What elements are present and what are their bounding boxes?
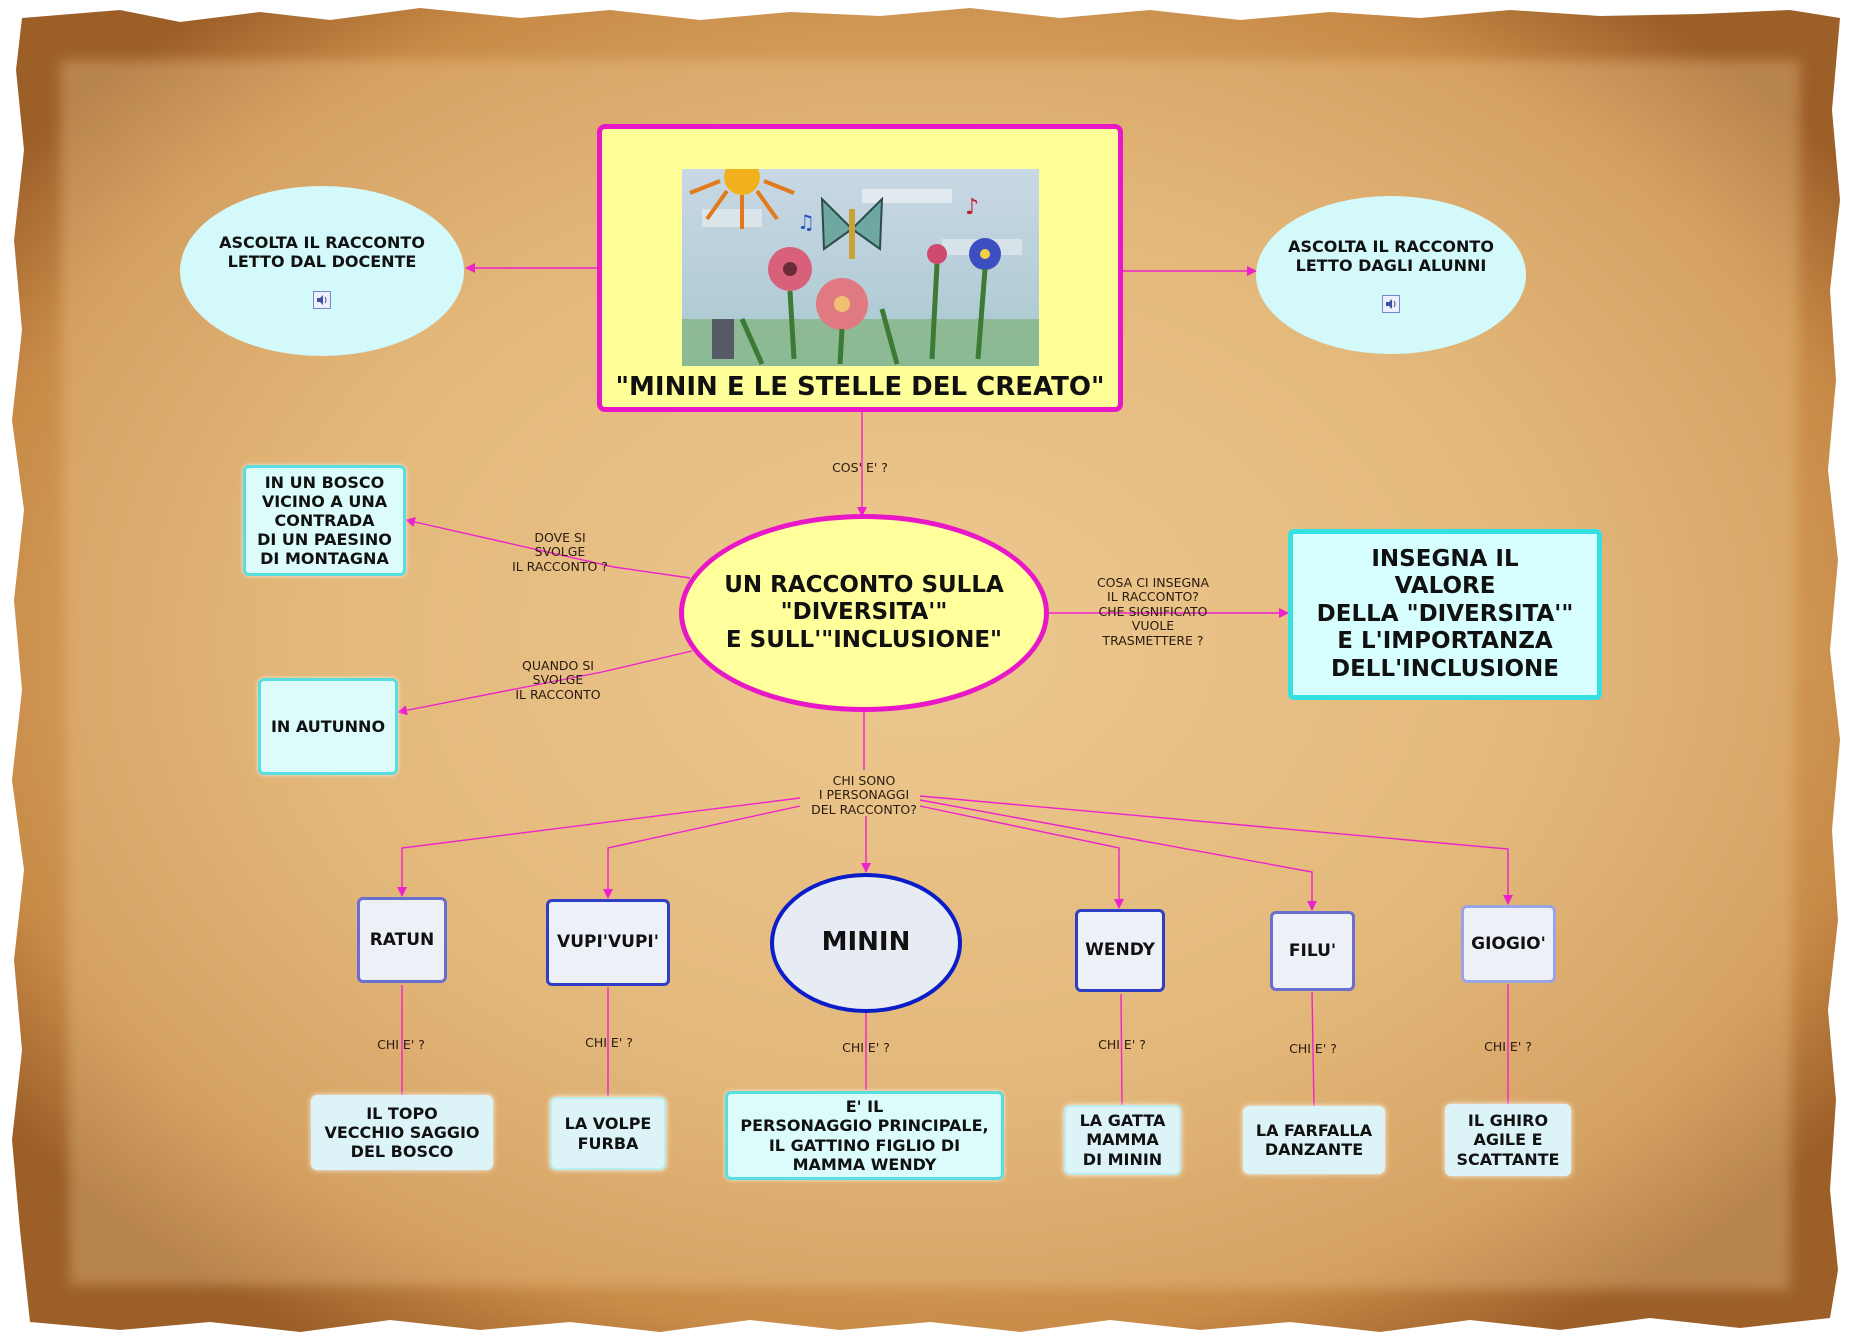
title-box: ♫ ♪ "MININ E LE STELLE DEL CREATO"	[597, 124, 1123, 412]
where-box: IN UN BOSCO VICINO A UNA CONTRADA DI UN …	[243, 465, 406, 576]
link-wendy-desc	[1120, 993, 1123, 1106]
character-filu: FILU'	[1270, 911, 1355, 991]
link-to-wendy	[919, 805, 1124, 909]
link-label-chi-e: CHI E' ?	[842, 1040, 890, 1055]
sun-icon	[688, 169, 795, 229]
audio-pupils-label: ASCOLTA IL RACCONTO LETTO DAGLI ALUNNI	[1288, 236, 1494, 275]
where-label: IN UN BOSCO VICINO A UNA CONTRADA DI UN …	[257, 472, 392, 569]
link-center-to-when	[397, 650, 693, 716]
character-name: VUPI'VUPI'	[557, 932, 659, 953]
link-label-chi-e: CHI E' ?	[585, 1035, 633, 1050]
flower-icon	[767, 238, 1001, 330]
character-ratun: RATUN	[357, 897, 447, 983]
character-desc-label: LA VOLPE FURBA	[564, 1114, 652, 1153]
character-desc-wendy: LA GATTA MAMMA DI MININ	[1064, 1105, 1181, 1175]
link-filu-desc	[1311, 991, 1315, 1108]
meaning-box: INSEGNA IL VALORE DELLA "DIVERSITA'" E L…	[1288, 529, 1602, 700]
meaning-label: INSEGNA IL VALORE DELLA "DIVERSITA'" E L…	[1316, 545, 1574, 682]
character-name: WENDY	[1085, 940, 1155, 961]
audio-pupils-bubble[interactable]: ASCOLTA IL RACCONTO LETTO DAGLI ALUNNI	[1256, 196, 1526, 354]
link-label-chi-e: CHI E' ?	[1098, 1037, 1146, 1052]
link-to-giogio	[919, 795, 1513, 905]
link-label-dove: DOVE SI SVOLGE IL RACCONTO ?	[512, 530, 608, 574]
link-label-chi-sono: CHI SONO I PERSONAGGI DEL RACCONTO?	[811, 773, 917, 817]
svg-text:♫: ♫	[797, 210, 815, 234]
link-center-to-where	[405, 517, 691, 579]
character-desc-label: IL TOPO VECCHIO SAGGIO DEL BOSCO	[324, 1103, 480, 1162]
character-desc-filu: LA FARFALLA DANZANTE	[1243, 1106, 1385, 1174]
speaker-icon[interactable]	[313, 291, 331, 310]
character-name: GIOGIO'	[1471, 933, 1546, 954]
character-name: RATUN	[369, 929, 435, 950]
character-desc-giogio: IL GHIRO AGILE E SCATTANTE	[1445, 1104, 1571, 1176]
character-giogio: GIOGIO'	[1461, 905, 1556, 983]
link-label-chi-e: CHI E' ?	[1289, 1041, 1337, 1056]
svg-text:♪: ♪	[965, 195, 979, 220]
character-name: MININ	[821, 927, 911, 958]
central-concept: UN RACCONTO SULLA "DIVERSITA'" E SULL'"I…	[679, 514, 1049, 712]
when-box: IN AUTUNNO	[258, 678, 398, 775]
character-vupi-vupi: VUPI'VUPI'	[546, 899, 670, 986]
butterfly-icon	[820, 196, 883, 259]
audio-teacher-bubble[interactable]: ASCOLTA IL RACCONTO LETTO DAL DOCENTE	[180, 186, 464, 356]
character-minin: MININ	[770, 873, 962, 1013]
speaker-icon[interactable]	[1382, 295, 1400, 314]
character-desc-minin: E' IL PERSONAGGIO PRINCIPALE, IL GATTINO…	[725, 1091, 1004, 1180]
character-wendy: WENDY	[1075, 909, 1165, 992]
character-desc-label: IL GHIRO AGILE E SCATTANTE	[1456, 1111, 1560, 1169]
link-to-vupi	[603, 805, 801, 899]
story-title: "MININ E LE STELLE DEL CREATO"	[615, 372, 1105, 402]
link-to-filu	[919, 799, 1317, 911]
character-desc-ratun: IL TOPO VECCHIO SAGGIO DEL BOSCO	[311, 1095, 493, 1170]
link-label-quando: QUANDO SI SVOLGE IL RACCONTO	[515, 658, 601, 702]
link-label-chi-e: CHI E' ?	[377, 1037, 425, 1052]
character-desc-label: E' IL PERSONAGGIO PRINCIPALE, IL GATTINO…	[740, 1097, 989, 1174]
link-label-cos-e: COS' E' ?	[832, 460, 888, 475]
audio-teacher-label: ASCOLTA IL RACCONTO LETTO DAL DOCENTE	[219, 232, 425, 271]
character-desc-label: LA FARFALLA DANZANTE	[1255, 1120, 1373, 1159]
character-name: FILU'	[1288, 940, 1337, 961]
link-to-ratun	[397, 797, 801, 897]
central-concept-label: UN RACCONTO SULLA "DIVERSITA'" E SULL'"I…	[724, 571, 1004, 653]
link-label-cosa-insegna: COSA CI INSEGNA IL RACCONTO? CHE SIGNIFI…	[1096, 575, 1210, 648]
when-label: IN AUTUNNO	[270, 716, 386, 736]
link-label-chi-e: CHI E' ?	[1484, 1039, 1532, 1054]
story-illustration: ♫ ♪	[681, 169, 1039, 366]
character-desc-vupi-vupi: LA VOLPE FURBA	[550, 1097, 666, 1170]
character-desc-label: LA GATTA MAMMA DI MININ	[1079, 1111, 1166, 1169]
cat-icon	[711, 319, 734, 359]
